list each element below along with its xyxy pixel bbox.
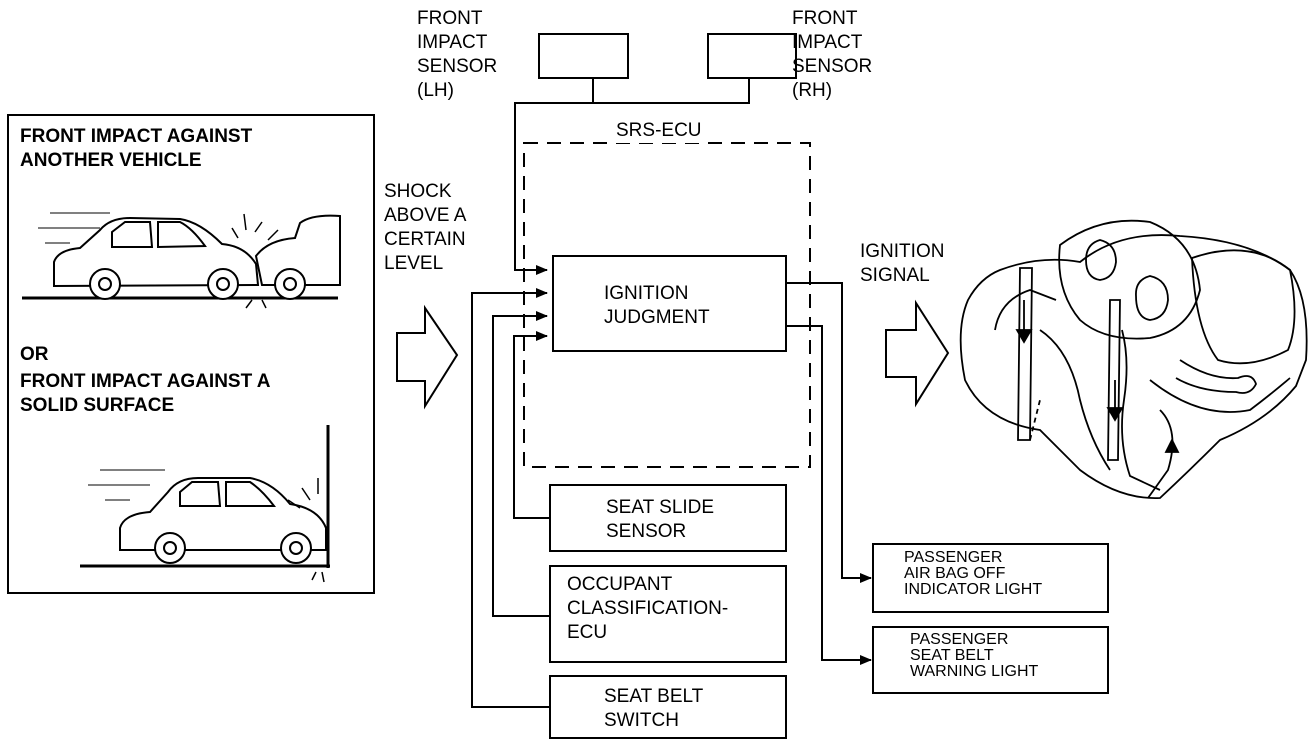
front-impact-sensor-lh-box [538,33,629,79]
shock-arrow [396,304,459,410]
front-impact-sensor-rh-box [707,33,797,79]
airbag-off-indicator-box [872,543,1109,613]
seat-slide-sensor-label: SEAT SLIDE SENSOR [606,497,715,542]
seat-belt-warning-label: PASSENGER SEAT BELT WARNING LIGHT [910,631,1039,680]
airbag-deployment-illustration [959,219,1308,499]
front-impact-sensor-lh-label: FRONT IMPACT SENSOR (LH) [417,8,498,101]
occupant-ecu-wire [492,311,550,617]
scenario-heading-surface: FRONT IMPACT AGAINST A SOLID SURFACE [20,371,271,416]
seat-belt-switch-label: SEAT BELT SWITCH [604,686,704,731]
srs-ecu-label: SRS-ECU [612,119,706,143]
sensor-bus-wire [592,78,750,104]
airbag-off-indicator-label: PASSENGER AIR BAG OFF INDICATOR LIGHT [904,549,1043,598]
car-crash-illustration [22,212,341,309]
seat-slide-sensor-wire [513,331,550,519]
scenario-or-label: OR [20,344,49,365]
srs-ecu-frame [523,142,811,468]
ignition-signal-wire [786,282,872,583]
occupant-classification-ecu-label: OCCUPANT CLASSIFICATION- ECU [567,574,729,643]
front-impact-sensor-rh-label: FRONT IMPACT SENSOR (RH) [792,8,873,101]
ignition-judgment-label: IGNITION JUDGMENT [604,283,710,328]
occupant-classification-ecu-box [549,565,787,663]
scenario-heading-vehicle: FRONT IMPACT AGAINST ANOTHER VEHICLE [20,126,253,171]
belt-warning-wire [786,325,872,665]
seat-belt-switch-wire [471,288,550,708]
scenario-panel-frame [7,114,375,594]
shock-label: SHOCK ABOVE A CERTAIN LEVEL [384,181,467,274]
seat-belt-warning-box [872,626,1109,694]
ignition-arrow [885,299,950,408]
ignition-signal-label: IGNITION SIGNAL [860,241,945,286]
sensor-to-judgment-wire [514,102,593,275]
wall-crash-illustration [80,425,330,583]
ignition-judgment-box [552,255,787,352]
